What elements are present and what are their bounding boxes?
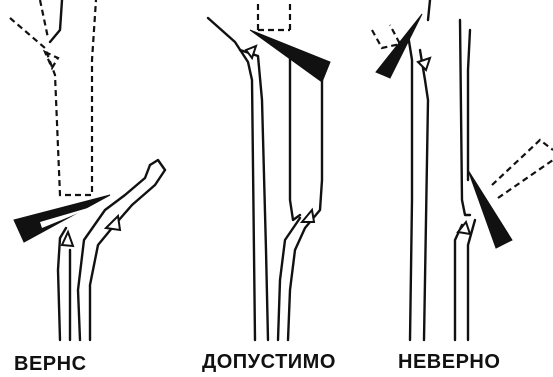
removed-top-dashed bbox=[372, 25, 400, 48]
removed-side-dashed bbox=[492, 140, 553, 198]
panel-correct: ВЕРНС bbox=[10, 0, 165, 375]
panel-incorrect: НЕВЕРНО bbox=[372, 0, 553, 373]
main-trunk-left bbox=[290, 50, 300, 220]
side-shoot-inner bbox=[90, 170, 165, 340]
caption-incorrect: НЕВЕРНО bbox=[398, 351, 500, 373]
shoot-tip bbox=[150, 160, 165, 170]
caption-correct: ВЕРНС bbox=[14, 353, 87, 375]
bud bbox=[246, 46, 256, 58]
panel-acceptable: ДОПУСТИМО bbox=[202, 0, 336, 373]
main-trunk-left bbox=[428, 0, 430, 20]
lower-stem-right bbox=[468, 220, 475, 340]
stem-inner bbox=[420, 50, 428, 340]
main-trunk-right bbox=[288, 70, 322, 340]
caption-acceptable: ДОПУСТИМО bbox=[202, 351, 336, 373]
removed-stub-edge bbox=[50, 0, 62, 42]
stem-outline bbox=[408, 35, 412, 340]
pruner-blade-top bbox=[376, 14, 422, 78]
lower-bud bbox=[302, 210, 314, 222]
stem-outline bbox=[208, 18, 255, 340]
removed-branch-inner bbox=[40, 0, 48, 38]
removed-branch-outline bbox=[10, 0, 96, 195]
lower-stem-left bbox=[455, 225, 462, 340]
pruner-blade-side bbox=[468, 170, 512, 248]
removed-top-dashed bbox=[258, 0, 290, 30]
branch-right bbox=[468, 30, 470, 180]
bud bbox=[418, 58, 430, 70]
shoot-bud bbox=[106, 216, 120, 230]
